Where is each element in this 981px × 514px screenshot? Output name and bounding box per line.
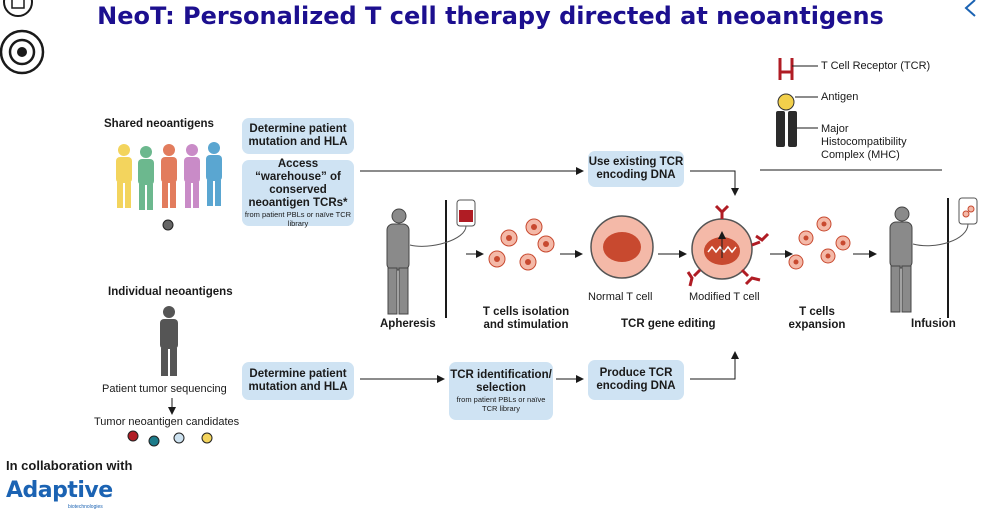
- corner-icon-top: [3, 0, 33, 17]
- tcr-identification-box: TCR identification/ selection from patie…: [449, 362, 553, 420]
- produce-tcr-text: Produce TCR encoding DNA: [596, 367, 676, 392]
- legend-mhc-line1: Major: [821, 123, 849, 135]
- shared-determine-box: Determine patient mutation and HLA: [242, 118, 354, 154]
- shared-warehouse-box: Access “warehouse” of conserved neoantig…: [242, 158, 354, 228]
- individual-heading: Individual neoantigens: [108, 286, 233, 298]
- adaptive-logo-sub: biotechnologies: [68, 504, 103, 510]
- collaboration-label: In collaboration with: [6, 458, 133, 473]
- isolation-label: T cells isolation and stimulation: [482, 306, 570, 331]
- apheresis-person-icon: [386, 208, 410, 315]
- individual-person-icon: [160, 306, 178, 376]
- shared-warehouse-text: Access “warehouse” of conserved neoantig…: [248, 158, 348, 209]
- legend-tcr: T Cell Receptor (TCR): [821, 60, 931, 72]
- normal-cell-label: Normal T cell: [588, 291, 653, 303]
- shared-antigen-dot: [162, 219, 174, 231]
- infusion-iv-bag: [912, 197, 978, 318]
- mhc-icon: [776, 111, 818, 147]
- corner-icon-target: [0, 29, 45, 75]
- existing-tcr-box: Use existing TCR encoding DNA: [588, 151, 684, 187]
- normal-t-cell: [590, 215, 654, 279]
- apheresis-label: Apheresis: [380, 318, 436, 330]
- page-title: NeoT: Personalized T cell therapy direct…: [97, 2, 884, 30]
- shared-warehouse-note: from patient PBLs or naïve TCR library: [244, 210, 352, 228]
- tcr-icon: [778, 58, 818, 80]
- infusion-label: Infusion: [911, 318, 956, 330]
- modified-cell-label: Modified T cell: [689, 291, 760, 303]
- tcr-identification-note: from patient PBLs or naïve TCR library: [456, 395, 546, 413]
- candidate-antigen-dots: [127, 430, 213, 447]
- shared-people-icon: [116, 142, 222, 210]
- antigen-icon: [777, 93, 818, 111]
- expanded-cells: [788, 216, 851, 270]
- produce-tcr-box: Produce TCR encoding DNA: [588, 360, 684, 400]
- tumor-candidates-label: Tumor neoantigen candidates: [94, 416, 240, 428]
- corner-icon-right: [964, 0, 976, 17]
- apheresis-iv-bag: [409, 199, 476, 318]
- legend-mhc-line2: Histocompatibility: [821, 136, 907, 148]
- modified-t-cell: [686, 204, 770, 287]
- legend-antigen: Antigen: [821, 91, 859, 103]
- individual-determine-box: Determine patient mutation and HLA: [242, 362, 354, 400]
- shared-heading: Shared neoantigens: [104, 118, 214, 130]
- individual-determine-text: Determine patient mutation and HLA: [248, 368, 348, 393]
- tumor-sequencing-label: Patient tumor sequencing: [102, 383, 227, 395]
- tcr-identification-text: TCR identification/ selection: [450, 369, 552, 394]
- adaptive-logo: Adaptive: [6, 478, 113, 503]
- legend-mhc: Major Histocompatibility Complex (MHC): [821, 123, 907, 162]
- shared-determine-text: Determine patient mutation and HLA: [248, 123, 348, 148]
- legend-mhc-line3: Complex (MHC): [821, 149, 900, 161]
- expansion-label: T cells expansion: [788, 306, 846, 331]
- gene-editing-label: TCR gene editing: [621, 318, 716, 330]
- infusion-person-icon: [889, 206, 913, 313]
- isolated-cells: [488, 218, 555, 271]
- existing-tcr-text: Use existing TCR encoding DNA: [588, 156, 684, 181]
